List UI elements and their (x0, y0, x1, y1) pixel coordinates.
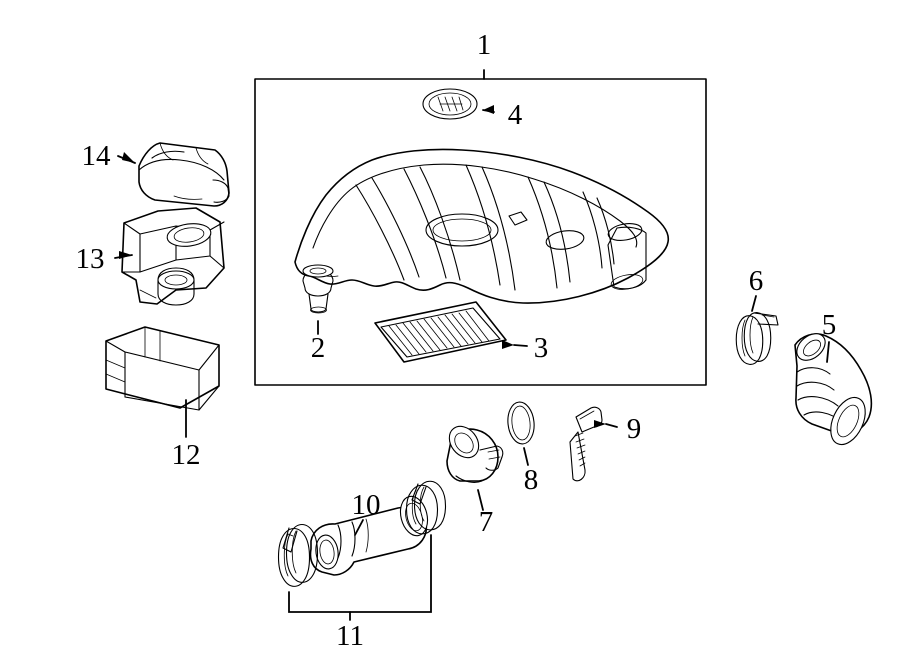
part-11-leader-bracket (288, 534, 432, 621)
part-14-housing-cover (117, 142, 230, 207)
callout-8: 8 (524, 464, 539, 496)
part-13-air-cleaner-housing (114, 207, 225, 306)
part-8-seal-ring (507, 401, 535, 466)
part-6-hose-clamp (735, 295, 779, 365)
part-1-engine-cover-group (254, 69, 707, 386)
part-3-air-filter (374, 301, 528, 363)
part-4-emblem (422, 88, 495, 120)
callout-9: 9 (627, 413, 642, 445)
callout-2: 2 (311, 332, 326, 364)
part-9-screw (569, 406, 618, 482)
callout-5: 5 (822, 309, 837, 341)
part-11-clamp-right (405, 480, 447, 535)
callout-13: 13 (76, 243, 105, 275)
callout-4: 4 (508, 99, 523, 131)
callout-14: 14 (82, 140, 112, 172)
callout-1: 1 (477, 29, 492, 61)
callout-10: 10 (352, 489, 381, 521)
callout-7: 7 (479, 506, 494, 538)
part-1-engine-cover-body (294, 148, 670, 304)
callout-11: 11 (336, 620, 364, 652)
part-11-clamp-left (277, 523, 319, 587)
part-5-outlet-duct (794, 333, 873, 446)
callout-6: 6 (749, 265, 764, 297)
part-2-grommet (302, 264, 334, 335)
part-12-air-duct (105, 326, 220, 438)
part-7-mass-air-flow-sensor (446, 425, 504, 511)
callout-12: 12 (172, 439, 201, 471)
callout-3: 3 (534, 332, 549, 364)
